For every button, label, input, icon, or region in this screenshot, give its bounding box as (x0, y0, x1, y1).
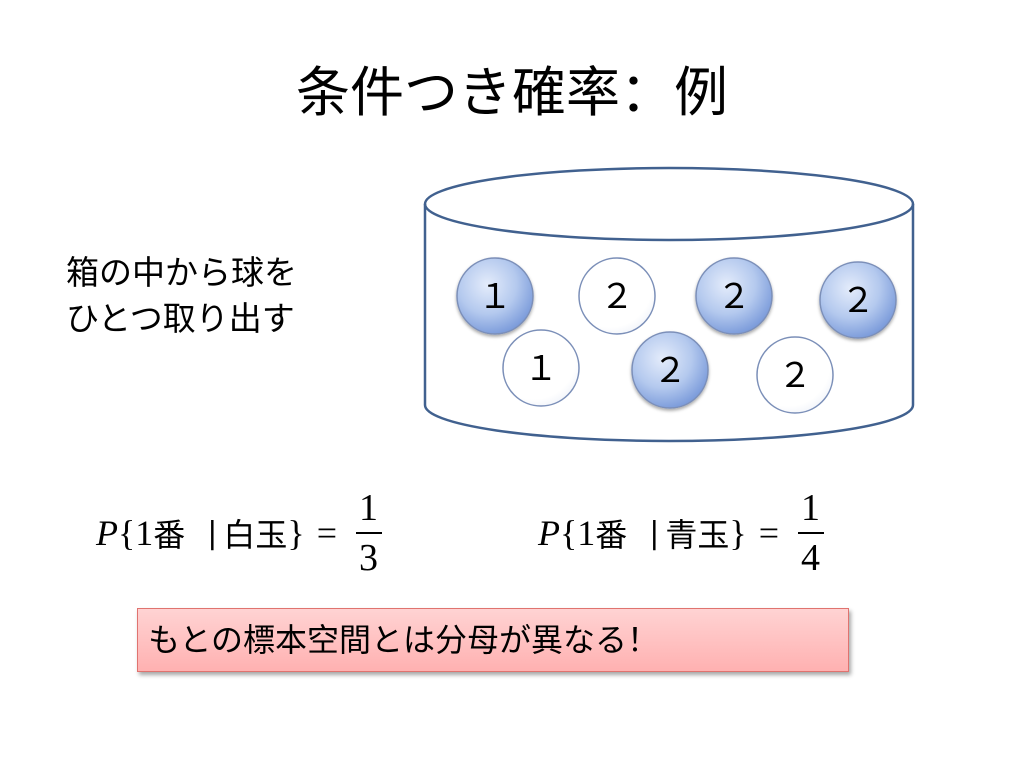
formula-condition: 白玉 (223, 516, 288, 554)
slide-title: 条件つき確率：例 (296, 61, 728, 124)
fraction-numerator: 1 (359, 487, 379, 529)
ball-white-1-b: １ (502, 329, 580, 407)
formula-term: 番 (153, 516, 186, 554)
formula-close-brace: } (729, 513, 747, 553)
callout-box: もとの標本空間とは分母が異なる！ (137, 608, 849, 672)
ball-label: ２ (653, 351, 687, 391)
formula-given-bar: | (649, 515, 660, 551)
ball-blue-2-b: ２ (819, 261, 897, 339)
intro-text: 箱の中から球を ひとつ取り出す (66, 250, 297, 342)
formula-p: P (538, 513, 560, 553)
formula-number: 1 (135, 513, 154, 553)
ball-label: ２ (717, 277, 751, 317)
ball-label: ２ (600, 277, 634, 317)
formula-equals: = (316, 513, 338, 553)
ball-blue-1: １ (456, 257, 534, 335)
formula-blue: P { 1 番 | 青玉 } = 1 4 (538, 478, 826, 588)
fraction-bar (355, 532, 382, 534)
ball-label: ２ (841, 281, 875, 321)
formula-p: P (96, 513, 118, 553)
ball-white-2-b: ２ (756, 336, 834, 414)
formula-number: 1 (577, 513, 596, 553)
formula-white: P { 1 番 | 白玉 } = 1 3 (96, 478, 384, 588)
formula-fraction: 1 3 (353, 484, 384, 582)
ball-blue-2-c: ２ (631, 331, 709, 409)
formula-open-brace: { (560, 513, 578, 553)
formula-fraction: 1 4 (795, 484, 826, 582)
box-outline (423, 166, 915, 443)
formula-close-brace: } (287, 513, 305, 553)
ball-label: １ (524, 349, 558, 389)
fraction-denominator: 3 (359, 537, 379, 579)
fraction-numerator: 1 (801, 487, 821, 529)
fraction-bar (797, 532, 824, 534)
ball-label: ２ (778, 356, 812, 396)
formula-given-bar: | (207, 515, 218, 551)
intro-line-2: ひとつ取り出す (66, 299, 295, 338)
intro-line-1: 箱の中から球を (66, 253, 297, 292)
ball-blue-2-a: ２ (695, 257, 773, 335)
formula-term: 番 (595, 516, 628, 554)
ball-white-2-a: ２ (578, 257, 656, 335)
fraction-denominator: 4 (801, 537, 821, 579)
formula-condition: 青玉 (665, 516, 730, 554)
formula-open-brace: { (118, 513, 136, 553)
formula-equals: = (758, 513, 780, 553)
ball-label: １ (478, 277, 512, 317)
